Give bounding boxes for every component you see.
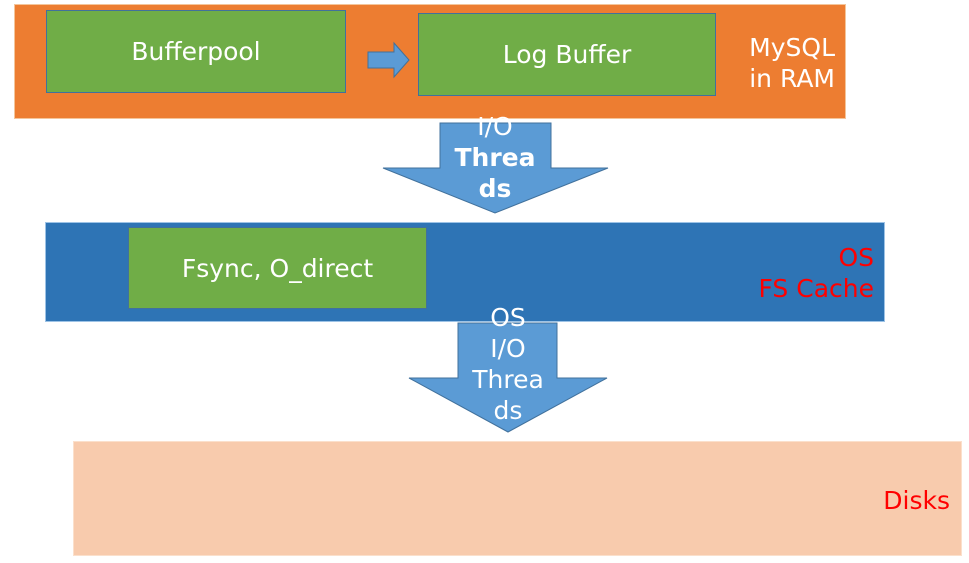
- os-io-threads-line-2: I/O: [490, 334, 526, 363]
- disks-layer: [73, 441, 962, 556]
- fsync-box: Fsync, O_direct: [128, 227, 427, 309]
- os-io-threads-line-3: Threa: [472, 365, 544, 394]
- io-threads-label: I/O Threa ds: [445, 111, 545, 204]
- os-io-threads-line-1: OS: [490, 303, 526, 332]
- log-buffer-label: Log Buffer: [502, 40, 632, 69]
- log-buffer-box: Log Buffer: [418, 13, 716, 96]
- bufferpool-box: Bufferpool: [46, 10, 346, 93]
- bufferpool-label: Bufferpool: [131, 37, 261, 66]
- io-threads-line-3: ds: [478, 174, 512, 203]
- mysql-label-line-1: MySQL: [749, 33, 835, 62]
- os-label-line-2: FS Cache: [758, 274, 874, 303]
- fsync-label: Fsync, O_direct: [181, 253, 374, 283]
- mysql-label-line-2: in RAM: [749, 64, 835, 93]
- os-fs-cache-label: OS FS Cache: [758, 242, 874, 304]
- disks-label-text: Disks: [883, 486, 950, 515]
- mysql-in-ram-label: MySQL in RAM: [749, 32, 835, 94]
- os-io-threads-line-4: ds: [493, 396, 523, 425]
- io-threads-line-1: I/O: [477, 112, 513, 141]
- os-label-line-1: OS: [838, 243, 874, 272]
- io-threads-line-2: Threa: [454, 143, 536, 172]
- disks-label: Disks: [883, 485, 950, 516]
- os-io-threads-label: OS I/O Threa ds: [458, 302, 558, 426]
